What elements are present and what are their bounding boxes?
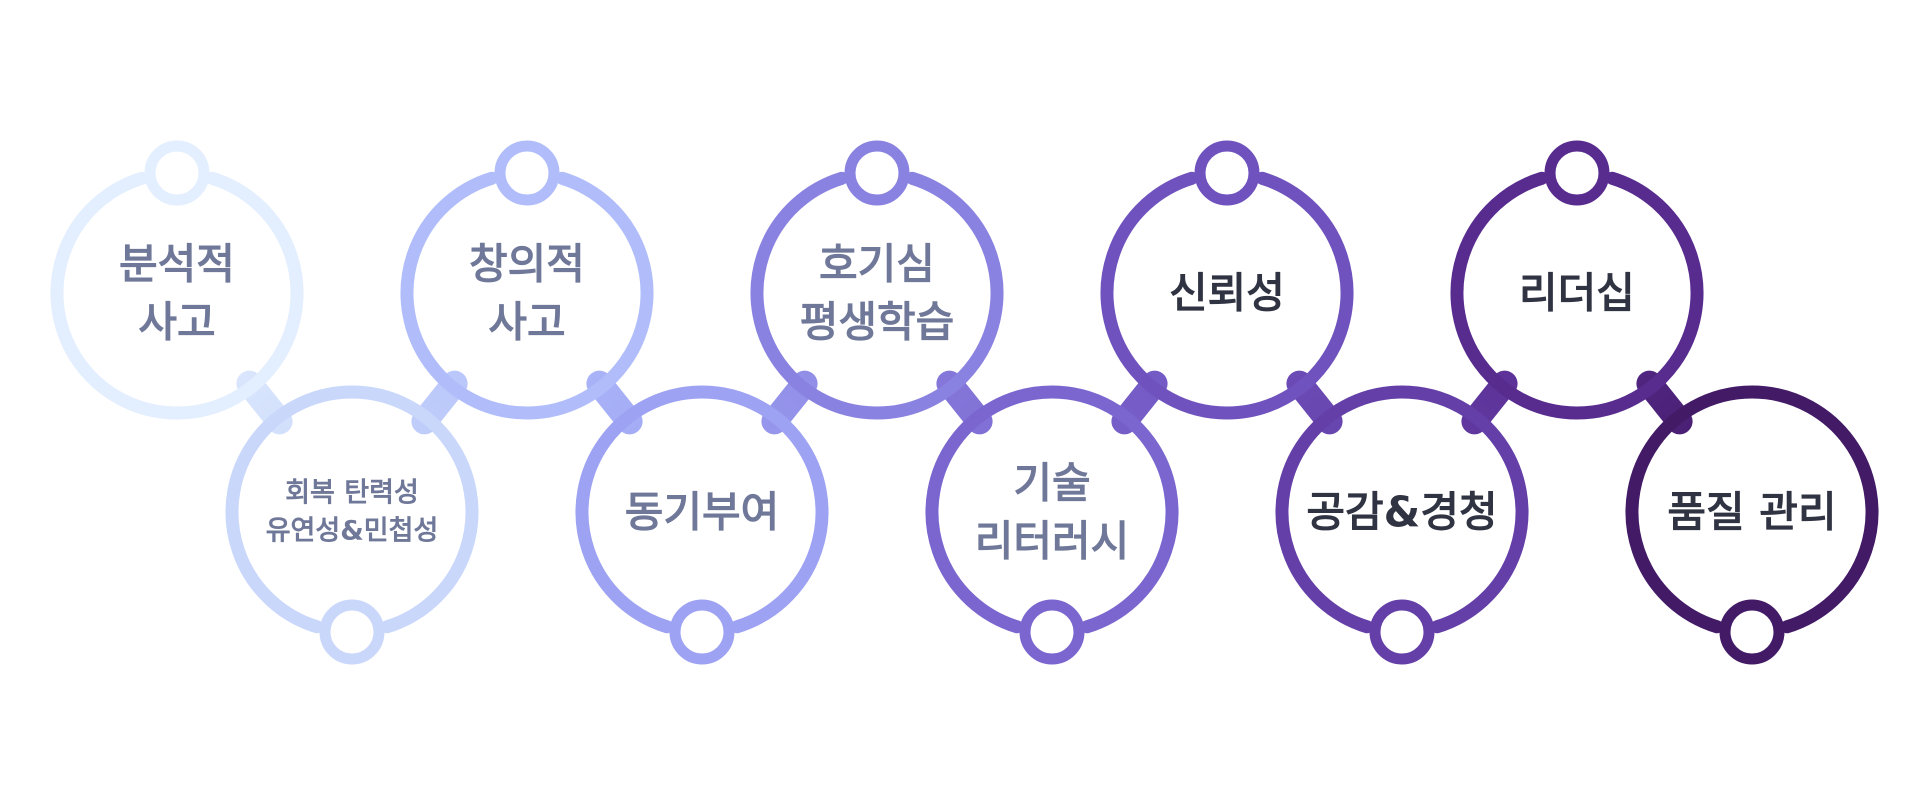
node-ring bbox=[750, 171, 1004, 420]
node-label: 창의적 bbox=[469, 240, 585, 289]
node-marker bbox=[1544, 140, 1610, 206]
node-ring bbox=[1625, 385, 1879, 634]
node-ring bbox=[1100, 171, 1354, 420]
node-8: 공감&경청 bbox=[1275, 385, 1529, 665]
node-ring bbox=[400, 171, 654, 420]
node-label: 품질 관리 bbox=[1667, 488, 1836, 537]
node-10: 품질 관리 bbox=[1625, 385, 1879, 665]
node-marker bbox=[1719, 599, 1785, 665]
node-4: 동기부여 bbox=[575, 385, 829, 665]
node-marker bbox=[1369, 599, 1435, 665]
node-ring bbox=[1450, 171, 1704, 420]
connector-group bbox=[207, 370, 1722, 435]
node-label: 공감&경청 bbox=[1306, 488, 1497, 537]
node-label: 유연성&민첩성 bbox=[266, 516, 439, 547]
node-ring bbox=[575, 385, 829, 634]
node-ring bbox=[1275, 385, 1529, 634]
node-label: 사고 bbox=[488, 298, 565, 347]
node-marker bbox=[1019, 599, 1085, 665]
node-label: 리터러시 bbox=[975, 517, 1130, 566]
node-label: 동기부여 bbox=[625, 488, 780, 537]
node-marker bbox=[669, 599, 735, 665]
node-7: 신뢰성 bbox=[1100, 140, 1354, 420]
node-label: 평생학습 bbox=[800, 298, 955, 347]
node-label: 분석적 bbox=[119, 240, 235, 289]
node-ring bbox=[925, 385, 1179, 634]
node-marker bbox=[144, 140, 210, 206]
node-marker bbox=[319, 599, 385, 665]
node-marker bbox=[494, 140, 560, 206]
node-label: 신뢰성 bbox=[1169, 269, 1285, 318]
node-ring bbox=[50, 171, 304, 420]
node-9: 리더십 bbox=[1450, 140, 1704, 420]
node-label: 호기심 bbox=[819, 240, 935, 289]
node-ring bbox=[225, 385, 479, 634]
node-marker bbox=[844, 140, 910, 206]
node-label: 기술 bbox=[1013, 459, 1090, 508]
node-marker bbox=[1194, 140, 1260, 206]
node-label: 리더십 bbox=[1519, 269, 1635, 318]
node-label: 회복 탄력성 bbox=[285, 478, 419, 509]
node-label: 사고 bbox=[138, 298, 215, 347]
